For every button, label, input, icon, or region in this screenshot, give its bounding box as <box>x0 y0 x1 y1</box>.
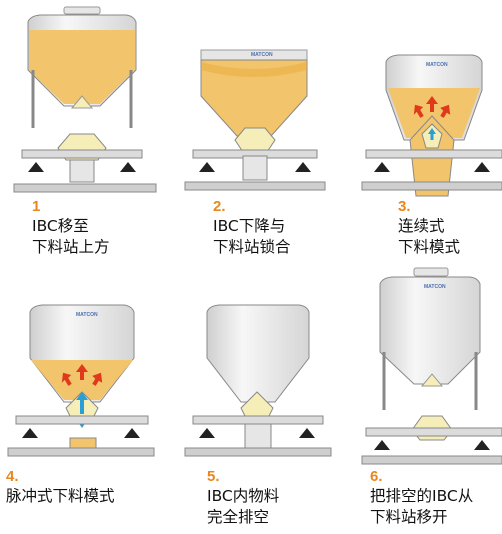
step-caption: 连续式 下料模式 <box>398 217 461 256</box>
ibc-continuous-discharge-illustration: MATCON <box>361 54 502 197</box>
step-number: 3. <box>398 198 411 215</box>
step-number: 1 <box>32 198 41 215</box>
step-number: 2. <box>213 198 226 215</box>
step-number: 5. <box>207 468 220 485</box>
step-panel-6: MATCON 6. 把排空的IBC从 下料站移开 <box>352 267 502 534</box>
brand-label: MATCON <box>76 312 98 318</box>
step-panel-2: MATCON 2. IBC下降与 下料站锁合 <box>175 0 345 265</box>
step-caption: 脉冲式下料模式 <box>6 487 115 505</box>
step-panel-5: 5. IBC内物料 完全排空 <box>175 268 345 534</box>
ibc-docked-full-illustration: MATCON <box>184 49 326 191</box>
step-panel-4: MATCON 4. 脉冲式下料模式 <box>0 268 170 534</box>
step-panel-3: MATCON 3. 连续式 下料模式 <box>352 0 502 265</box>
brand-label: MATCON <box>424 284 446 290</box>
ibc-pulse-discharge-illustration: MATCON <box>7 304 155 457</box>
step-number: 4. <box>6 468 19 485</box>
step-panel-1: 1 IBC移至 下料站上方 <box>0 0 170 265</box>
ibc-undocked-full-illustration <box>13 6 157 193</box>
step-caption: IBC下降与 下料站锁合 <box>213 217 291 256</box>
step-caption: IBC内物料 完全排空 <box>207 487 280 526</box>
ibc-empty-docked-illustration <box>184 304 332 457</box>
brand-label: MATCON <box>426 62 448 68</box>
step-number: 6. <box>370 468 383 485</box>
step-caption: 把排空的IBC从 下料站移开 <box>370 487 474 526</box>
brand-label: MATCON <box>251 52 273 58</box>
step-caption: IBC移至 下料站上方 <box>32 217 110 256</box>
ibc-removed-empty-illustration: MATCON <box>361 267 502 465</box>
